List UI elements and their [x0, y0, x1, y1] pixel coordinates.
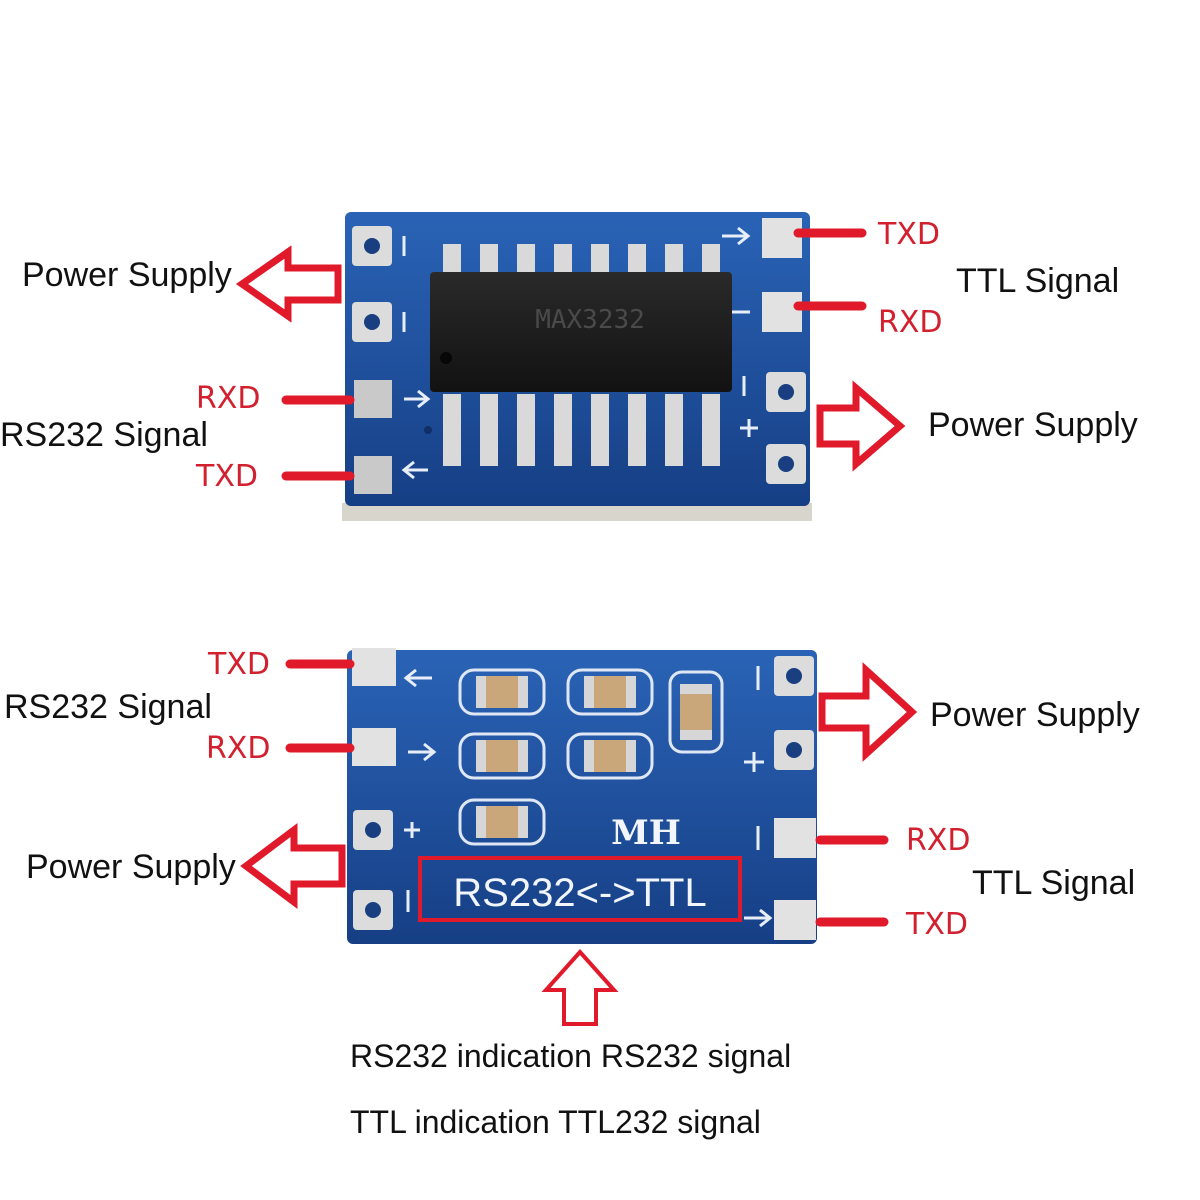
label-power-supply: Power Supply — [930, 696, 1140, 734]
pin-txd: TXD — [906, 907, 968, 942]
pad-hole — [786, 742, 802, 758]
label-power-supply: Power Supply — [928, 406, 1138, 444]
pad-hole — [778, 384, 794, 400]
pad-hole — [778, 456, 794, 472]
silkscreen-mode: RS232<->TTL — [453, 871, 706, 915]
note-rs232-indication: RS232 indication RS232 signal — [350, 1038, 792, 1074]
bottom-silkscreen — [403, 666, 773, 928]
pin-txd: TXD — [208, 647, 270, 682]
pad-hole — [365, 822, 381, 838]
label-power-supply: Power Supply — [26, 848, 236, 886]
label-ttl-signal: TTL Signal — [956, 262, 1120, 300]
pad-hole — [365, 902, 381, 918]
top-left-annotations — [235, 245, 355, 481]
top-left-pads — [352, 226, 392, 494]
bottom-right-pads — [774, 656, 816, 940]
label-rs232-signal: RS232 Signal — [4, 688, 212, 726]
pin-rxd: RXD — [878, 305, 943, 340]
top-board-edge — [342, 503, 812, 521]
pad — [352, 648, 396, 686]
max3232-chip — [430, 272, 732, 392]
chip-bottom-pins — [443, 394, 720, 466]
top-right-annotations — [793, 228, 906, 472]
pin-txd: TXD — [196, 459, 258, 494]
pad — [774, 818, 816, 858]
pad — [774, 900, 816, 940]
pad — [354, 456, 392, 494]
arrow-up-icon — [541, 949, 619, 1026]
label-power-supply: Power Supply — [22, 256, 232, 294]
chip-pin1-dot — [440, 352, 452, 364]
note-ttl-indication: TTL indication TTL232 signal — [350, 1104, 761, 1140]
top-right-pads — [762, 218, 806, 484]
arrow-left-icon — [240, 823, 346, 909]
label-ttl-signal: TTL Signal — [972, 864, 1136, 902]
chip-marking: MAX3232 — [535, 305, 645, 335]
bottom-board: MH RS232<->TTL — [347, 648, 817, 944]
arrow-right-icon — [818, 662, 918, 762]
pin-txd: TXD — [878, 217, 940, 252]
pad-hole — [364, 238, 380, 254]
pad-hole — [364, 314, 380, 330]
chip-top-pins — [443, 244, 720, 280]
pad — [352, 728, 396, 766]
top-board: MAX3232 — [342, 212, 812, 521]
pad — [762, 292, 802, 332]
pin-rxd: RXD — [196, 381, 261, 416]
label-rs232-signal: RS232 Signal — [0, 416, 208, 454]
bottom-right-annotations — [815, 662, 918, 927]
pad — [354, 380, 392, 418]
top-silkscreen — [401, 226, 758, 480]
silkscreen-brand: MH — [611, 813, 681, 853]
pad — [762, 218, 802, 258]
pin-rxd: RXD — [206, 731, 271, 766]
arrow-left-icon — [235, 245, 342, 323]
pad-hole — [786, 668, 802, 684]
bottom-left-annotations — [240, 659, 355, 909]
smd-capacitors — [458, 668, 724, 846]
bottom-left-pads — [352, 648, 396, 930]
pin1-marker — [424, 426, 432, 434]
arrow-right-icon — [816, 380, 906, 472]
pin-rxd: RXD — [906, 823, 971, 858]
mode-highlight-box — [418, 856, 742, 922]
